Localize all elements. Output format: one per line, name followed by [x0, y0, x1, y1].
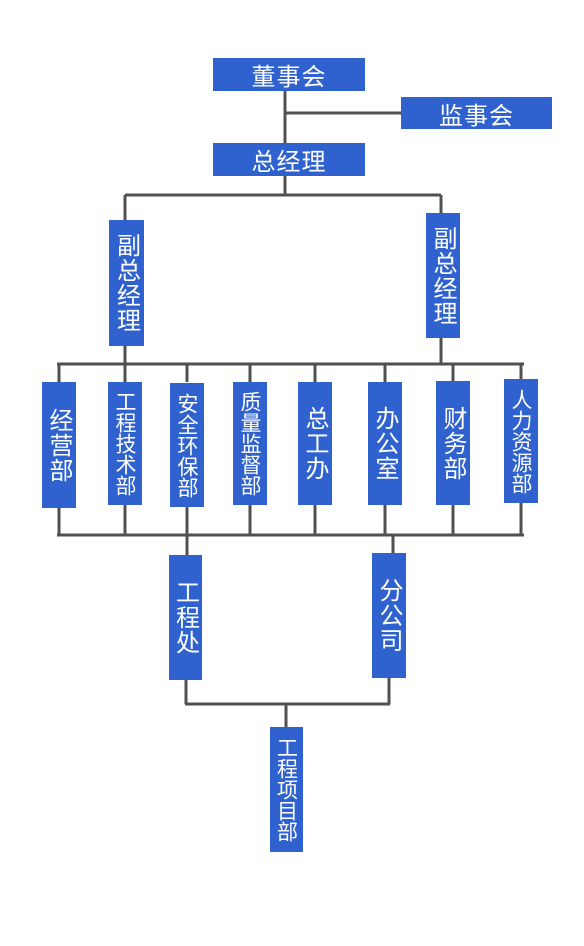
vice-gm-left-node: 副总经理 [109, 220, 144, 346]
branch-company-node: 分公司 [372, 553, 406, 678]
supervisory-board-node: 监事会 [401, 97, 552, 130]
dept-finance-node: 财务部 [436, 381, 470, 505]
dept-chief-engineer-node: 总工办 [298, 382, 332, 505]
project-dept-node: 工程项目部 [270, 727, 303, 852]
general-manager-node: 总经理 [213, 143, 365, 176]
dept-engineering-tech-node: 工程技术部 [108, 382, 142, 505]
dept-hr-node: 人力资源部 [504, 379, 538, 503]
engineering-office-node: 工程处 [169, 555, 202, 680]
vice-gm-right-node: 副总经理 [426, 213, 460, 338]
board-node: 董事会 [213, 58, 365, 91]
dept-quality-node: 质量监督部 [233, 382, 267, 505]
dept-business-node: 经营部 [42, 382, 76, 508]
dept-office-node: 办公室 [368, 382, 402, 505]
dept-safety-env-node: 安全环保部 [170, 383, 204, 507]
